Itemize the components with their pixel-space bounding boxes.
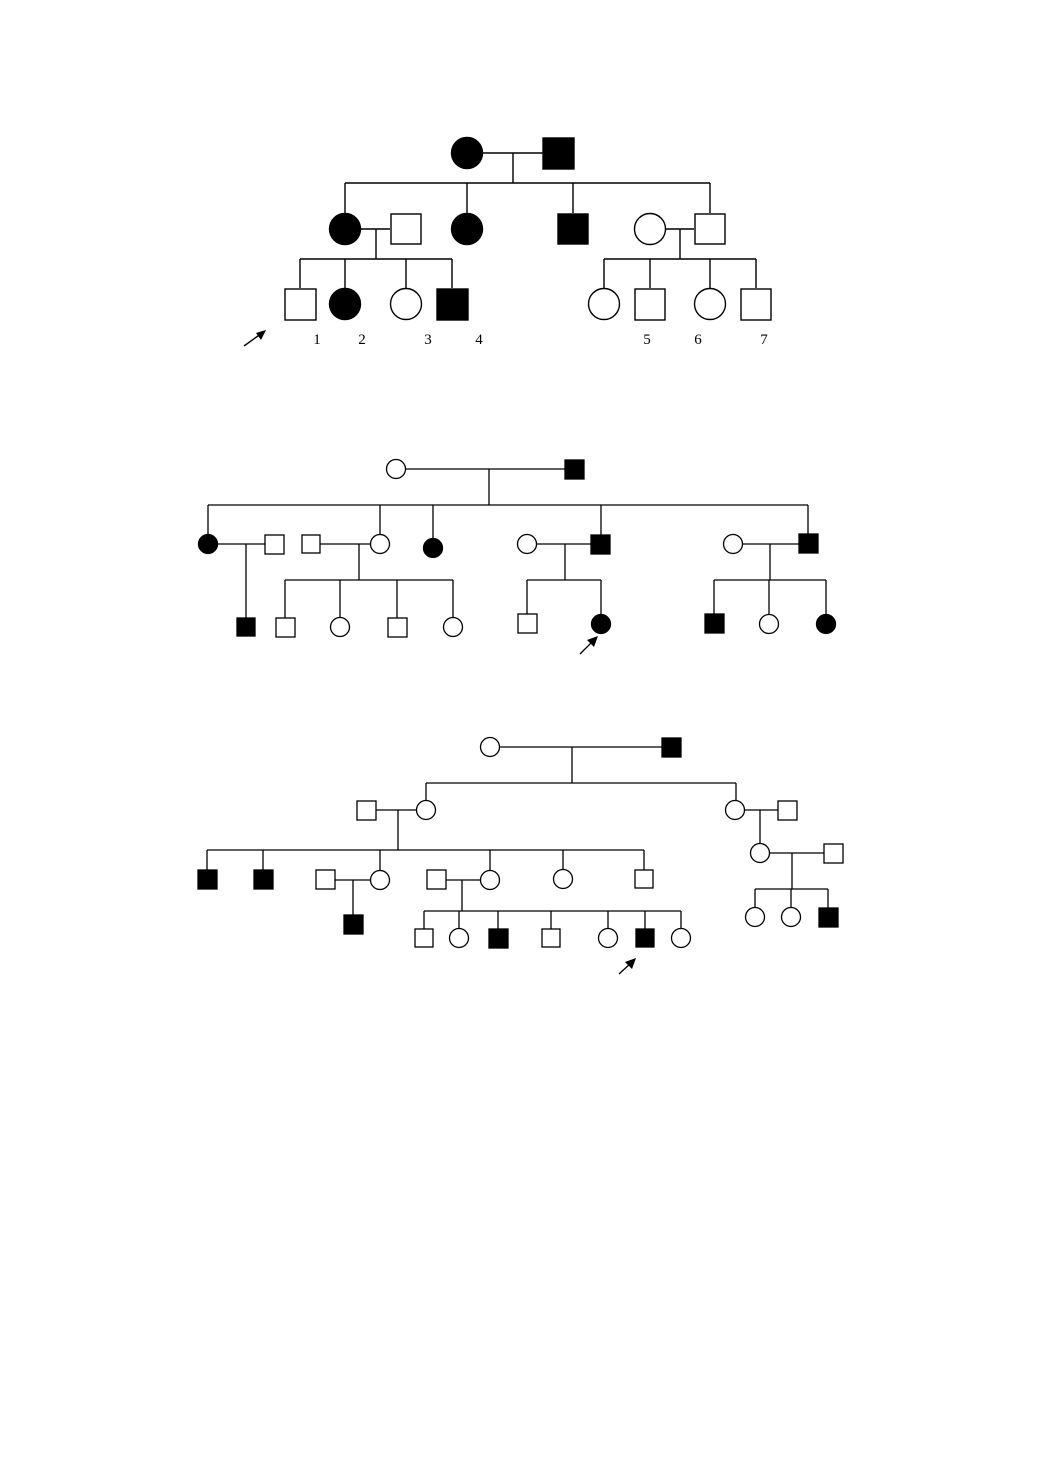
p2-II-4-spouse-female bbox=[516, 533, 538, 555]
p2-II-2-spouse-male bbox=[301, 534, 321, 554]
p1-III-5-female bbox=[587, 287, 621, 321]
p2-III-9-female bbox=[758, 613, 780, 635]
p1-II-4-spouse-male bbox=[694, 213, 726, 245]
p1-proband-arrow-icon bbox=[243, 330, 266, 347]
p3-IV-11-affected-male bbox=[818, 907, 839, 928]
p2-II-5-spouse-female bbox=[722, 533, 744, 555]
p1-II-3-affected-male bbox=[557, 213, 589, 245]
p3-IV-9-female bbox=[744, 906, 766, 928]
p1-III-7-female bbox=[693, 287, 727, 321]
p1-III-6-male bbox=[634, 288, 666, 321]
p2-II-1-affected-female bbox=[197, 533, 219, 555]
p3-II-2-female bbox=[724, 799, 746, 821]
p3-III-7-spouse-male bbox=[823, 843, 844, 864]
p1-I-2-affected-male bbox=[542, 137, 575, 170]
p1-III-1-male bbox=[284, 288, 317, 321]
p3-III-3-female bbox=[369, 869, 391, 891]
p1-number-6: 6 bbox=[694, 332, 702, 348]
p1-II-1-affected-female bbox=[328, 212, 362, 246]
p1-III-3-female bbox=[389, 287, 423, 321]
p3-I-2-affected-male bbox=[661, 737, 682, 758]
p3-II-1-female bbox=[415, 799, 437, 821]
p2-III-2-male bbox=[275, 617, 296, 638]
p3-IV-7-proband-affected-male bbox=[635, 928, 655, 948]
p3-II-2-spouse-male bbox=[777, 800, 798, 821]
p3-III-5-female bbox=[552, 868, 574, 890]
p3-IV-2-male bbox=[414, 928, 434, 948]
p2-proband-arrow-icon bbox=[579, 636, 598, 655]
p3-IV-8-female bbox=[670, 927, 692, 949]
p1-number-4: 4 bbox=[475, 332, 483, 348]
p1-number-labels: 1 2 3 4 5 6 7 bbox=[313, 332, 768, 348]
pedigree-2 bbox=[197, 458, 837, 655]
p2-III-3-female bbox=[329, 616, 351, 638]
p1-III-2-affected-female bbox=[328, 287, 362, 321]
pedigree-1-lines bbox=[299, 152, 757, 288]
p2-II-4-affected-male bbox=[590, 534, 611, 555]
p3-IV-3-female bbox=[448, 927, 470, 949]
p3-proband-arrow-icon bbox=[618, 958, 636, 975]
p3-III-4-spouse-male bbox=[426, 869, 447, 890]
p3-I-1-female bbox=[479, 736, 501, 758]
pedigree-2-lines bbox=[207, 468, 827, 618]
pedigree-3-lines bbox=[206, 746, 829, 929]
p1-number-5: 5 bbox=[643, 332, 651, 348]
p3-III-1-affected-male bbox=[197, 869, 218, 890]
p1-number-3: 3 bbox=[424, 332, 432, 348]
p3-IV-1-affected-male bbox=[343, 914, 364, 935]
pedigree-1 bbox=[243, 136, 772, 347]
p2-II-2-female bbox=[369, 533, 391, 555]
p2-I-1-female bbox=[385, 458, 407, 480]
p2-III-4-male bbox=[387, 617, 408, 638]
p3-III-6-male bbox=[634, 869, 654, 889]
p2-III-7-proband-affected-female bbox=[590, 613, 612, 635]
p2-I-2-affected-male bbox=[564, 459, 585, 480]
p3-III-3-spouse-male bbox=[315, 869, 336, 890]
p2-III-1-affected-male bbox=[236, 617, 256, 637]
p1-III-8-male bbox=[740, 288, 772, 321]
p2-II-3-affected-female bbox=[422, 537, 444, 559]
p1-number-7: 7 bbox=[760, 332, 768, 348]
p3-IV-6-female bbox=[597, 927, 619, 949]
p2-II-5-affected-male bbox=[798, 533, 819, 554]
p1-number-1: 1 bbox=[313, 332, 321, 348]
p2-III-5-female bbox=[442, 616, 464, 638]
p3-III-2-affected-male bbox=[253, 869, 274, 890]
p3-II-1-spouse-male bbox=[356, 800, 377, 821]
p1-number-2: 2 bbox=[358, 332, 366, 348]
p2-III-8-affected-male bbox=[704, 613, 725, 634]
p1-II-4-female bbox=[633, 212, 667, 246]
p1-II-1-spouse-male bbox=[390, 213, 422, 245]
p3-IV-5-male bbox=[541, 928, 561, 948]
p2-III-6-male bbox=[517, 613, 538, 634]
p3-IV-10-female bbox=[780, 906, 802, 928]
p1-III-4-affected-male bbox=[436, 288, 469, 321]
p1-I-1-affected-female bbox=[450, 136, 484, 170]
p2-II-1-spouse-male bbox=[264, 534, 285, 555]
pedigree-3 bbox=[197, 736, 844, 975]
p3-III-4-female bbox=[479, 869, 501, 891]
p3-IV-4-affected-male bbox=[488, 928, 509, 949]
p3-III-7-female bbox=[749, 842, 771, 864]
p2-III-10-affected-female bbox=[815, 613, 837, 635]
p1-II-2-affected-female bbox=[450, 212, 484, 246]
